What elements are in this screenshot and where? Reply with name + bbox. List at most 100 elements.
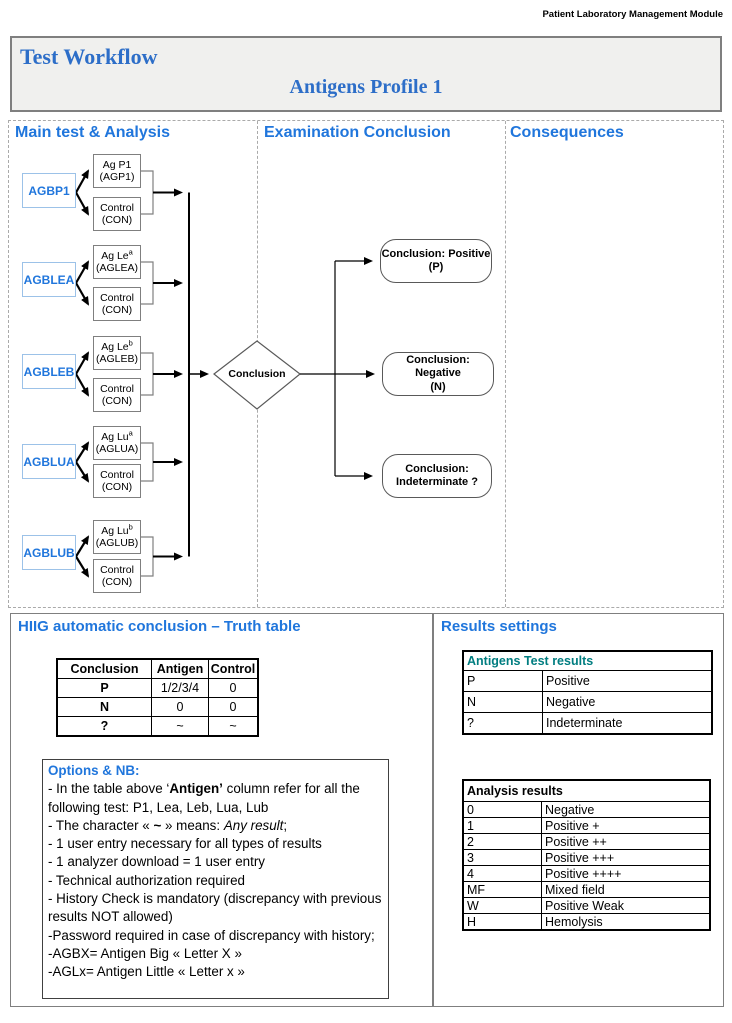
antigen-code: (AGLUB) — [95, 537, 139, 549]
options-text-segment: - In the table above ‘ — [48, 781, 170, 797]
column-header: Antigen — [151, 658, 209, 679]
outcome-line1: Conclusion: Positive — [381, 247, 491, 260]
arrow — [75, 169, 89, 194]
arrow — [75, 260, 89, 284]
outcome-line1: Conclusion: Negative — [406, 353, 470, 380]
result-code: MF — [462, 881, 542, 898]
options-line: - Technical authorization required — [48, 872, 383, 890]
options-box: Options & NB: - In the table above ‘Anti… — [42, 759, 389, 999]
options-text-segment: -AGLx= Antigen Little « Letter x » — [48, 964, 245, 980]
options-text-segment: - The character « — [48, 817, 154, 833]
control-label: Control — [100, 468, 134, 481]
table-title: Antigens Test results — [462, 650, 713, 671]
superscript: b — [128, 522, 133, 531]
table-row: ?~~ — [56, 716, 259, 737]
options-line: -AGLx= Antigen Little « Letter x » — [48, 963, 383, 981]
table-cell: 1/2/3/4 — [151, 678, 209, 698]
module-label: Patient Laboratory Management Module — [542, 9, 723, 20]
options-line: -Password required in case of discrepanc… — [48, 927, 383, 945]
truth-table-section: HIIG automatic conclusion – Truth table … — [10, 613, 433, 1007]
result-code: H — [462, 913, 542, 931]
options-text-segment: » means: — [161, 817, 224, 833]
table-row: ?Indeterminate — [462, 712, 713, 735]
outcome-line2: (P) — [428, 261, 444, 273]
workflow-diagram: Main test & Analysis Examination Conclus… — [8, 120, 724, 608]
table-cell: N — [56, 697, 152, 717]
page-title: Test Workflow — [20, 44, 158, 69]
truth-section-heading: HIIG automatic conclusion – Truth table — [18, 618, 301, 635]
options-text-segment: ; — [283, 817, 288, 833]
antigen-name: Ag Lua — [101, 428, 133, 443]
antigen-name: Ag Leb — [101, 338, 133, 353]
result-code: P — [462, 670, 543, 692]
result-meaning: Positive ++++ — [541, 865, 711, 882]
options-line: - In the table above ‘Antigen’ column re… — [48, 780, 383, 817]
result-code: 0 — [462, 801, 542, 818]
test-code-box-agblua: AGBLUA — [22, 444, 76, 479]
result-meaning: Indeterminate — [542, 712, 713, 735]
test-code-box-agbp1: AGBP1 — [22, 173, 76, 208]
table-cell: ~ — [151, 716, 209, 737]
options-line: - 1 user entry necessary for all types o… — [48, 835, 383, 853]
outcome-line2: (N) — [430, 380, 446, 393]
column-divider — [505, 121, 506, 607]
result-code: 1 — [462, 817, 542, 834]
table-cell: 0 — [208, 678, 259, 698]
table-cell: 0 — [151, 697, 209, 717]
antigen-name: Ag P1 — [102, 158, 132, 171]
options-text-segment: - 1 analyzer download = 1 user entry — [48, 854, 265, 870]
result-meaning: Hemolysis — [541, 913, 711, 931]
control-label: Control — [100, 382, 134, 395]
antigen-name: Ag Lea — [101, 247, 133, 262]
control-code: (CON) — [101, 395, 133, 407]
column-header-consequences: Consequences — [510, 124, 624, 141]
flow-connectors — [75, 169, 375, 578]
antigen-test-box: Ag Lub(AGLUB) — [93, 520, 141, 554]
antigen-test-box: Ag Lea(AGLEA) — [93, 245, 141, 279]
superscript: b — [128, 338, 133, 347]
options-line: - 1 analyzer download = 1 user entry — [48, 853, 383, 871]
result-meaning: Positive Weak — [541, 897, 711, 914]
options-heading: Options & NB: — [48, 763, 140, 778]
antigen-test-box: Ag Leb(AGLEB) — [93, 336, 141, 370]
result-code: 4 — [462, 865, 542, 882]
antigen-code: (AGLEA) — [95, 262, 138, 274]
control-code: (CON) — [101, 576, 133, 588]
result-meaning: Positive + — [541, 817, 711, 834]
options-line: - History Check is mandatory (discrepanc… — [48, 890, 383, 927]
result-meaning: Positive ++ — [541, 833, 711, 850]
arrow — [75, 461, 90, 483]
result-meaning: Mixed field — [541, 881, 711, 898]
antigen-test-box: Ag Lua(AGLUA) — [93, 426, 141, 460]
column-header: Control — [208, 658, 259, 679]
control-box: Control(CON) — [93, 197, 141, 231]
arrow — [75, 282, 89, 306]
options-text-segment: column refer for all the following test:… — [48, 781, 360, 815]
column-header: Conclusion — [56, 658, 152, 679]
control-code: (CON) — [101, 214, 133, 226]
antigen-code: (AGLEB) — [95, 353, 138, 365]
table-header-row: Antigens Test results — [462, 650, 713, 671]
options-line: -AGBX= Antigen Big « Letter X » — [48, 945, 383, 963]
arrow — [75, 191, 89, 216]
test-code-box-agblub: AGBLUB — [22, 535, 76, 570]
arrow — [75, 441, 90, 463]
control-code: (CON) — [101, 304, 133, 316]
result-code: 2 — [462, 833, 542, 850]
options-text-segment: -AGBX= Antigen Big « Letter X » — [48, 945, 242, 961]
column-header-main-test: Main test & Analysis — [15, 124, 171, 141]
superscript: a — [128, 247, 133, 256]
result-meaning: Negative — [541, 801, 711, 818]
arrow — [75, 555, 90, 578]
control-box: Control(CON) — [93, 287, 141, 321]
outcome-line2: Indeterminate ? — [396, 476, 478, 488]
